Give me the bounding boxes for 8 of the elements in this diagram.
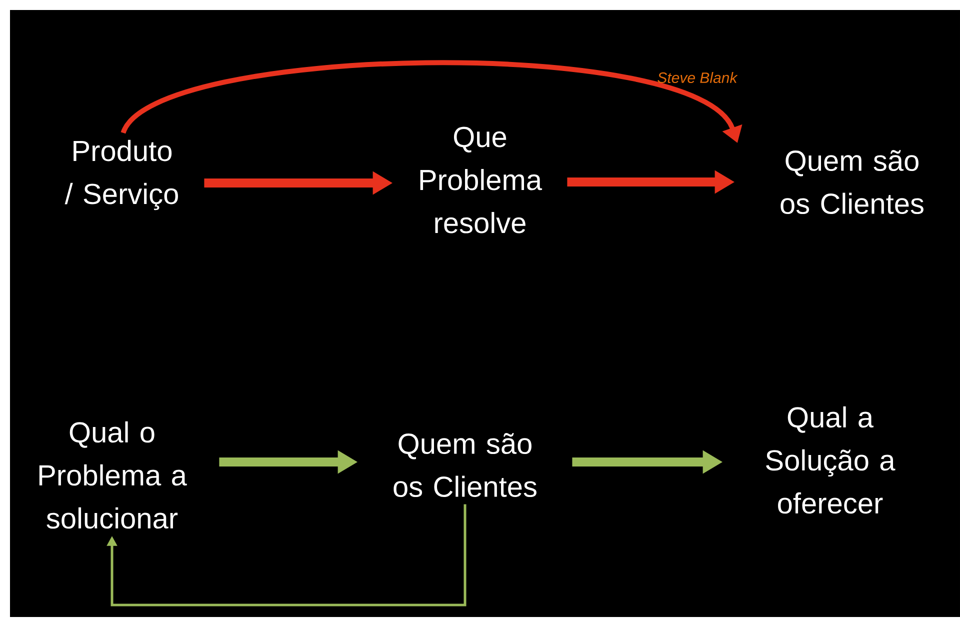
edge-label: Steve Blank <box>658 72 738 84</box>
text-label: Quem são os Clientes <box>394 432 536 498</box>
text-label: Produto / Serviço <box>64 140 178 210</box>
arrow <box>106 504 466 606</box>
text-label: Qual a Solução a oferecer <box>766 406 896 514</box>
text-label: Quem são os Clientes <box>780 150 924 214</box>
text-label: Que Problema resolve <box>420 126 542 234</box>
text-label: Qual o Problema a solucionar <box>39 421 187 529</box>
